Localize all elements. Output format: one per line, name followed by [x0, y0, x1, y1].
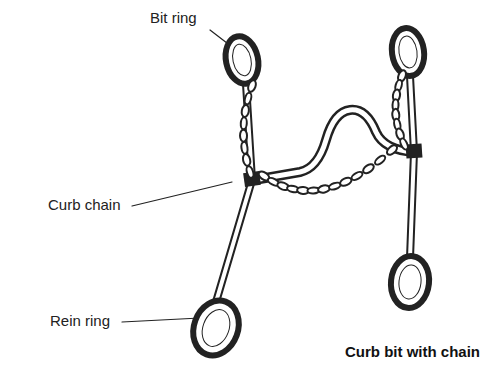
left-shank [216, 84, 252, 302]
rein-ring [197, 306, 234, 351]
part-label: Curb chain [48, 197, 121, 214]
part-label: Rein ring [50, 313, 110, 330]
chain-link [385, 143, 399, 156]
rein-ring [397, 264, 422, 300]
leader-line [122, 318, 200, 322]
caption: Curb bit with chain [345, 344, 480, 361]
bit-ring [221, 33, 262, 87]
chain-link [247, 79, 258, 93]
bit-ring [389, 26, 427, 78]
bit-ring [397, 35, 419, 69]
rein-ring [388, 254, 431, 310]
bit-ring [230, 42, 254, 77]
leader-line [132, 182, 232, 206]
mouthpiece [254, 110, 414, 180]
left-shank [216, 84, 252, 302]
chain-link [244, 92, 253, 105]
chain-link [240, 130, 247, 142]
chain-link [245, 165, 254, 178]
chain-link [374, 154, 387, 166]
chain-link [241, 142, 248, 155]
chain-link [399, 137, 410, 150]
chain-link [240, 117, 247, 129]
chain-link [362, 162, 376, 175]
mouthpiece [254, 110, 414, 180]
chain-link [241, 104, 250, 117]
curb-chain [240, 69, 409, 194]
chain-link [242, 153, 252, 166]
right-shank [410, 76, 414, 258]
right-shank [410, 76, 414, 258]
chain-link [350, 170, 363, 181]
part-label: Bit ring [150, 10, 197, 27]
rein-ring [186, 294, 246, 362]
